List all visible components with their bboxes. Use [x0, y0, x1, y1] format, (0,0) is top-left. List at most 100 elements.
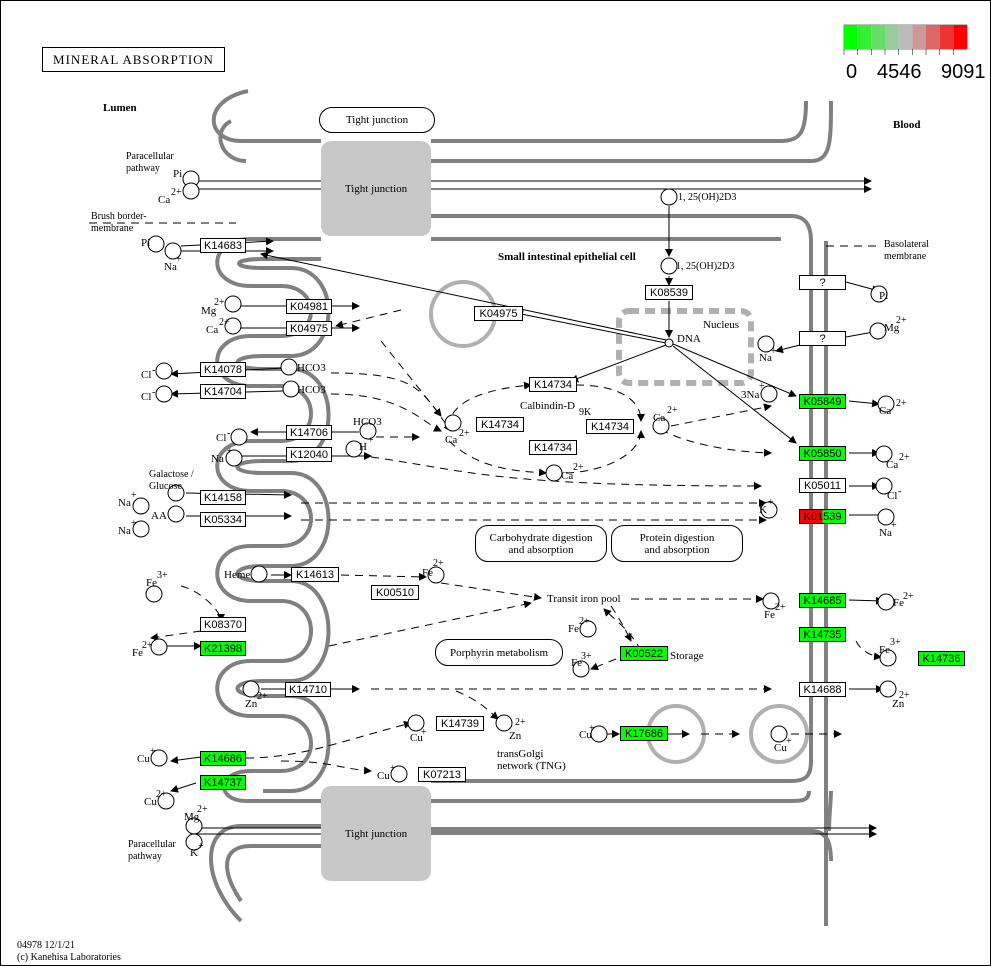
charge-2plus: 2+: [573, 462, 584, 473]
charge-plus: +: [771, 346, 777, 357]
ko-K14735[interactable]: K14735: [799, 627, 846, 642]
ko-K05334[interactable]: K05334: [200, 512, 246, 527]
ko-K14710[interactable]: K14710: [285, 682, 331, 697]
charge-2plus: 2+: [579, 616, 590, 627]
ko-K14736[interactable]: K14736: [918, 651, 965, 666]
compound-na: Na: [211, 453, 224, 465]
compound-cu: Cu: [410, 732, 423, 744]
ko-K14734-top[interactable]: K14734: [529, 377, 577, 392]
ko-K08370[interactable]: K08370: [200, 617, 246, 632]
ko-K14734-left[interactable]: K14734: [476, 417, 524, 432]
ko-unknown-pi[interactable]: ?: [799, 275, 846, 290]
ko-K14739[interactable]: K14739: [436, 716, 484, 731]
ko-K17686[interactable]: K17686: [620, 726, 668, 741]
ko-K07213[interactable]: K07213: [418, 767, 466, 782]
transit-iron-label: Transit iron pool: [547, 593, 621, 605]
ko-K14706[interactable]: K14706: [286, 425, 332, 440]
ko-K04981[interactable]: K04981: [286, 299, 332, 314]
ko-K00522[interactable]: K00522: [620, 646, 668, 661]
legend-cell: [871, 25, 885, 49]
membrane-lines: [209, 89, 833, 926]
ko-K14683[interactable]: K14683: [200, 238, 246, 253]
ko-K05849[interactable]: K05849: [799, 394, 846, 409]
charge-minus: -: [152, 365, 156, 376]
compound-fe3: Fe: [146, 577, 157, 589]
ko-K04975-cell[interactable]: K04975: [474, 306, 523, 321]
porphyrin-metabolism-link[interactable]: Porphyrin metabolism: [435, 639, 563, 666]
compound-ca: Ca: [158, 194, 171, 206]
legend-tick-max: 9091: [941, 61, 986, 83]
compound-mg: Mg: [884, 322, 900, 334]
tight-junction-pill[interactable]: Tight junction: [319, 107, 435, 133]
compound-ca: Ca: [886, 459, 899, 471]
legend-cell: [953, 25, 967, 49]
tight-junction-top: Tight junction: [321, 141, 431, 236]
compound-fe2: Fe: [132, 647, 143, 659]
legend-cell: [885, 25, 899, 49]
legend-cell: [939, 25, 954, 49]
footer-version: 04978 12/1/21: [17, 940, 76, 951]
charge-plus: +: [786, 736, 792, 747]
ko-K04975-left[interactable]: K04975: [286, 321, 332, 336]
ko-K14613[interactable]: K14613: [291, 567, 339, 582]
storage-label: Storage: [670, 650, 704, 662]
charge-2plus: 2+: [219, 317, 230, 328]
protein-digestion-link[interactable]: Protein digestion and absorption: [611, 525, 743, 562]
paracellular-bottom-label: Paracellular pathway: [128, 839, 176, 862]
ko-K05850[interactable]: K05850: [799, 446, 846, 461]
ko-K05011[interactable]: K05011: [799, 478, 846, 493]
compound-cl: Cl: [141, 391, 152, 403]
ko-K14686-left[interactable]: K14686: [200, 751, 246, 766]
carbohydrate-digestion-link[interactable]: Carbohydrate digestion and absorption: [475, 525, 607, 562]
charge-plus: +: [768, 497, 774, 508]
charge-plus: +: [891, 520, 897, 531]
compound-zn: Zn: [245, 698, 258, 710]
charge-2plus: 2+: [197, 804, 208, 815]
vitamin-d-label-1: 1, 25(OH)2D3: [678, 192, 737, 203]
charge-plus: +: [368, 435, 374, 446]
charge-2plus: 2+: [433, 558, 444, 569]
ko-K14685[interactable]: K14685: [799, 593, 846, 608]
pathway-title: MINERAL ABSORPTION: [42, 47, 225, 72]
ko-K08539[interactable]: K08539: [645, 285, 693, 300]
charge-3plus: 3+: [890, 637, 901, 648]
charge-2plus: 2+: [214, 297, 225, 308]
charge-plus: +: [227, 446, 233, 457]
compound-na: Na: [118, 525, 131, 537]
compound-fe2: Fe: [422, 567, 433, 579]
ko-K14737[interactable]: K14737: [200, 775, 246, 790]
compound-pi: Pi: [173, 168, 183, 180]
compound-k: K: [759, 504, 767, 516]
charge-3plus: 3+: [581, 651, 592, 662]
ko-K21398[interactable]: K21398: [200, 641, 246, 656]
ko-unknown-mg[interactable]: ?: [799, 331, 846, 346]
legend-tick-mid: 4546: [877, 61, 922, 83]
compound-mg: Mg: [184, 811, 200, 823]
ko-K14734-bottom[interactable]: K14734: [529, 440, 577, 455]
compound-galactose-glucose: Galactose / Glucose: [149, 469, 194, 492]
cell-label: Small intestinal epithelial cell: [498, 251, 636, 263]
charge-plus: +: [198, 841, 204, 852]
ko-K12040[interactable]: K12040: [286, 447, 332, 462]
ko-K14704[interactable]: K14704: [200, 384, 246, 399]
charge-2plus: 2+: [142, 640, 153, 651]
charge-2plus: 2+: [903, 591, 914, 602]
charge-plus: +: [421, 727, 427, 738]
ko-K14734-right[interactable]: K14734: [586, 419, 634, 434]
ko-K14158[interactable]: K14158: [200, 490, 246, 505]
compound-hco3: HCO3: [297, 384, 326, 396]
legend-tick-min: 0: [846, 61, 858, 83]
tight-junction-bottom: Tight junction: [321, 786, 431, 881]
charge-plus: +: [589, 723, 595, 734]
basolateral-label: Basolateral membrane: [884, 239, 929, 262]
ko-K14078[interactable]: K14078: [200, 362, 246, 377]
charge-plus: +: [759, 381, 765, 392]
ko-K00510[interactable]: K00510: [371, 585, 419, 600]
ko-K01539[interactable]: K01539: [799, 509, 846, 524]
nucleus-label: Nucleus: [703, 319, 740, 331]
ko-K14688[interactable]: K14688: [799, 682, 846, 697]
dashed-arrows: [150, 309, 882, 775]
compound-aa: AA: [151, 510, 167, 522]
compound-pi: Pi: [141, 237, 151, 249]
